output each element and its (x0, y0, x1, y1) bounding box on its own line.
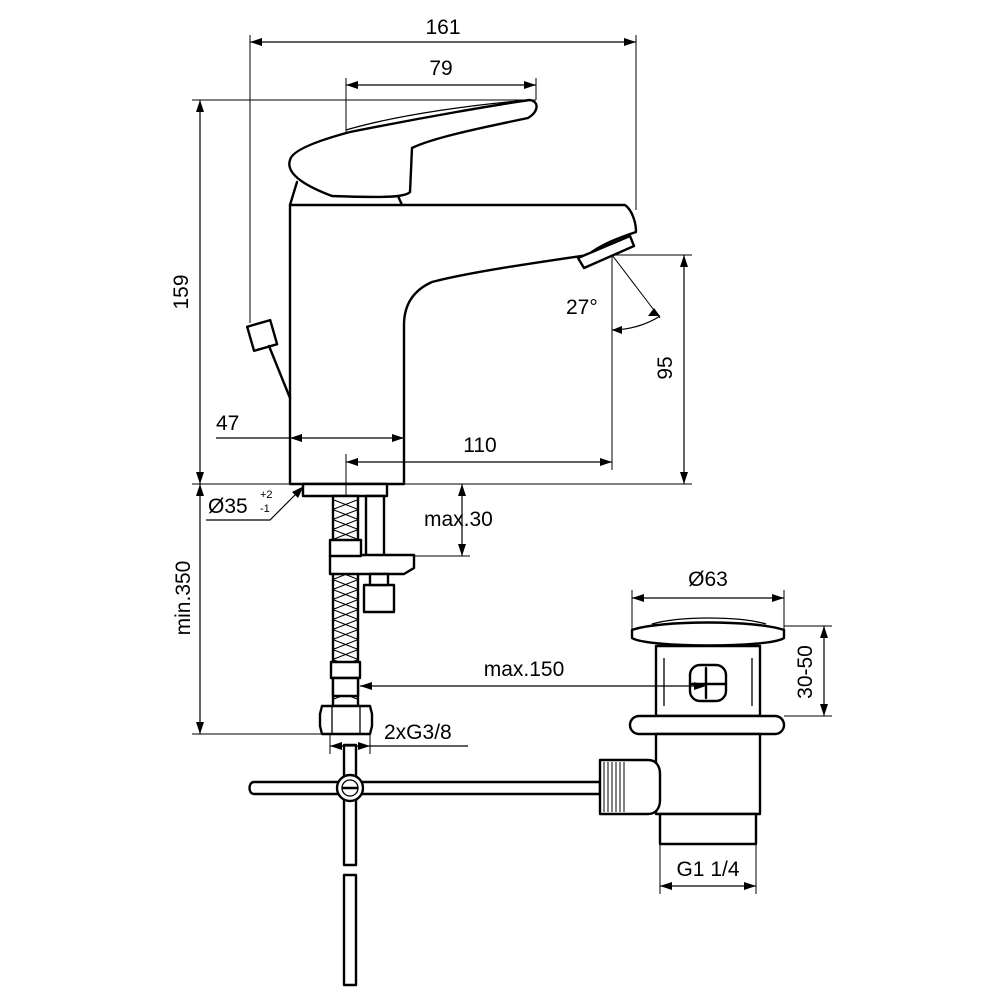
vertical-rod-lower (342, 873, 358, 987)
lever-curve-line (345, 99, 531, 131)
braid-stroke (333, 589, 358, 600)
label-spout-angle: 27° (566, 296, 598, 319)
label-base-tol-minus: -1 (260, 503, 270, 515)
label-body-offset: 47 (216, 412, 239, 435)
spout-outlet (576, 234, 636, 270)
label-supply-connection: 2xG3/8 (384, 721, 452, 744)
base-ring (301, 482, 389, 498)
fixing-washer (368, 572, 390, 587)
pop-up-knob (245, 318, 279, 353)
label-waste-diameter: Ø63 (688, 568, 728, 591)
braid-stroke (333, 579, 358, 590)
label-base-diameter: Ø35 (208, 495, 248, 518)
fixing-nut (362, 583, 396, 614)
waste-side-port (598, 758, 662, 816)
braid-stroke (333, 529, 358, 540)
supply-assembly (318, 494, 416, 736)
braid-stroke (333, 599, 358, 610)
waste-lower-body (654, 732, 762, 816)
braid-stroke (333, 629, 358, 640)
lever-handle (288, 98, 538, 199)
waste-overflow-slots (663, 658, 753, 706)
label-total-height: 159 (170, 274, 193, 309)
label-rod-reach: max.150 (484, 658, 565, 681)
braid-stroke (333, 509, 358, 520)
label-min-supply: min.350 (172, 561, 195, 636)
braid-stroke (333, 639, 358, 650)
label-overall-width: 161 (425, 16, 460, 39)
nut-facet-lines (331, 706, 361, 734)
label-spout-height: 95 (654, 356, 677, 379)
fixing-bracket (328, 553, 416, 576)
waste-valve (598, 617, 786, 846)
vertical-rod-upper (342, 743, 358, 867)
hose-crimp (331, 676, 360, 698)
supply-connector-nut (318, 704, 374, 736)
dimension-labels: 161 79 159 95 47 110 27° Ø35 +2 -1 max.3… (170, 16, 817, 881)
waste-upper-body (654, 644, 762, 718)
horizontal-rod (248, 780, 602, 796)
pop-up-rod (267, 344, 292, 400)
pop-up-linkage (248, 743, 602, 987)
hose-ferrule-lower (329, 660, 362, 680)
label-spout-reach: 110 (463, 434, 496, 457)
dimension-arrows (196, 38, 828, 890)
hose-ferrule-upper (328, 538, 363, 558)
cartridge-cap (288, 180, 404, 207)
braid-stroke (333, 619, 358, 630)
braid-stroke (333, 649, 358, 660)
side-port-thread (603, 762, 625, 812)
label-waste-thread: G1 1/4 (676, 858, 739, 881)
braid-stroke (333, 519, 358, 530)
label-lever-length: 79 (429, 57, 452, 80)
label-waste-height: 30-50 (794, 645, 817, 699)
fixing-stud (364, 494, 386, 560)
tap-body (288, 203, 638, 486)
dim-base-leader (206, 485, 305, 521)
label-max-deck: max.30 (424, 508, 493, 531)
waste-flange (628, 714, 786, 736)
waste-plug-top (651, 617, 767, 625)
waste-tail-pipe (658, 812, 758, 846)
label-base-tol-plus: +2 (260, 489, 273, 501)
braid-stroke (333, 499, 358, 510)
waste-plug-cap (630, 621, 786, 647)
dimension-lines (192, 35, 832, 894)
dim-angle-ref (611, 254, 661, 319)
braid-stroke (333, 609, 358, 620)
